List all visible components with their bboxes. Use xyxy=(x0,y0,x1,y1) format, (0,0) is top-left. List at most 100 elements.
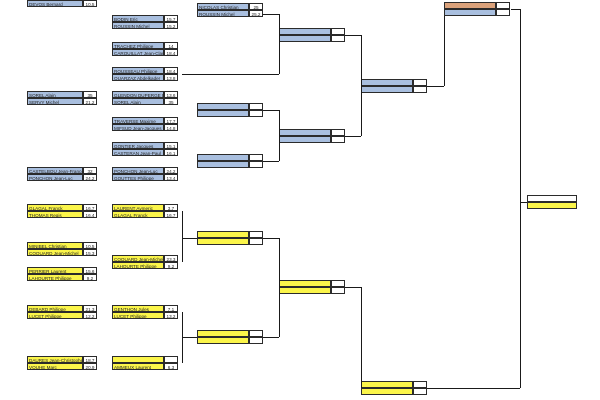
round3-empty-3-slot-1 xyxy=(197,231,249,238)
round1-match-3-player-2: PONCHON Jean-Luc xyxy=(27,174,83,181)
round4-match-3-slot-2 xyxy=(279,287,331,294)
round2-match-6-score-2: 16,1 xyxy=(164,149,178,156)
round2-match-7-score-2: 13,4 xyxy=(164,174,178,181)
round2-match-3-player-2: OUARZAZ Abdelkader xyxy=(112,74,164,81)
bracket-line xyxy=(182,312,183,337)
bracket-line xyxy=(345,287,361,288)
bracket-line xyxy=(279,110,280,136)
round1-match-6-score-1: 15,6 xyxy=(83,267,97,274)
bracket-line xyxy=(182,238,197,239)
round2-match-2-player-1: TRACHEZ Philippe xyxy=(112,42,164,49)
bracket-line xyxy=(263,110,279,111)
round2-match-6-score-1: 15,1 xyxy=(164,142,178,149)
round4-match-1-slot-1 xyxy=(279,28,331,35)
bracket-line xyxy=(263,14,279,15)
round2-match-2-score-1: 14 xyxy=(164,42,178,49)
round2-match-3-score-2: 13,8 xyxy=(164,74,178,81)
bracket-line xyxy=(361,35,362,86)
bracket-line xyxy=(279,136,280,161)
round1-match-4-score-2: 16,4 xyxy=(83,211,97,218)
round2-match-7-player-2: GOUTTES Philippe xyxy=(112,174,164,181)
round1-match-7-player-1: DEBARD Philippe xyxy=(27,305,83,312)
round2-match-5-score-1: 17,7 xyxy=(164,117,178,124)
round4-match-2-slot-1 xyxy=(279,129,331,136)
semifinal-1-score-2 xyxy=(413,86,427,93)
round1-match-7-player-2: LUCET Philippe xyxy=(27,312,83,319)
round4-match-1-score-2 xyxy=(331,35,345,42)
round3-empty-2-score-1 xyxy=(249,154,263,161)
round3-match-1-score-1: 25 xyxy=(249,3,263,10)
round2-match-10-player-2: LUCET Philippe xyxy=(112,312,164,319)
round3-empty-2-slot-2 xyxy=(197,161,249,168)
round2-match-2-player-2: CARQUILLAT Jean-Claude xyxy=(112,49,164,56)
round2-match-1-player-2: ROUSSIN Michel xyxy=(112,22,164,29)
semifinal-1-slot-1 xyxy=(361,79,413,86)
semifinal-2-score-1 xyxy=(413,381,427,388)
final-top-slot-2 xyxy=(444,9,496,16)
final-top-score-2 xyxy=(496,9,510,16)
round2-match-10-score-2: 13,2 xyxy=(164,312,178,319)
semifinal-2-slot-1 xyxy=(361,381,413,388)
round2-match-9-player-2: LAHOURTE Philippe xyxy=(112,262,164,269)
bracket-line xyxy=(263,337,279,338)
bracket-line xyxy=(182,211,183,238)
final-top-slot-1 xyxy=(444,2,496,9)
bracket-line xyxy=(511,9,520,10)
round3-empty-2-score-2 xyxy=(249,161,263,168)
round4-match-2-score-2 xyxy=(331,136,345,143)
round1-match-6-player-2: LAHOURTE Philippe xyxy=(27,274,83,281)
round3-empty-3-slot-2 xyxy=(197,238,249,245)
round3-match-1-player-2: ROUSSIN Michel xyxy=(197,10,249,17)
final-top-score-1 xyxy=(496,2,510,9)
bracket-line xyxy=(263,161,279,162)
round2-match-6-player-2: CASTERAN Jean-Paul xyxy=(112,149,164,156)
bracket-line xyxy=(345,35,361,36)
round4-match-2-slot-2 xyxy=(279,136,331,143)
round4-match-2-score-1 xyxy=(331,129,345,136)
round1-match-6-player-1: PERRIER Laurent xyxy=(27,267,83,274)
bracket-line xyxy=(427,388,520,389)
round2-match-4-score-1: 13,6 xyxy=(164,91,178,98)
round1-match-5-player-2: COQUARD Jean-Michel xyxy=(27,249,83,256)
round3-empty-4-slot-2 xyxy=(197,337,249,344)
round1-match-3-score-2: 24,2 xyxy=(83,174,97,181)
round1-match-3-score-1: 32 xyxy=(83,167,97,174)
round2-match-4-player-2: SOREL Alain xyxy=(112,98,164,105)
round1-match-2-score-2: 21,2 xyxy=(83,98,97,105)
round2-match-8-score-2: 16,7 xyxy=(164,211,178,218)
round1-match-2-score-1: 35 xyxy=(83,91,97,98)
bracket-line xyxy=(427,86,444,87)
round2-match-3-score-1: 18,4 xyxy=(164,67,178,74)
round2-match-11-score-1 xyxy=(164,356,178,363)
round2-match-2-score-2: 18,4 xyxy=(164,49,178,56)
bracket-line xyxy=(520,9,521,202)
semifinal-1-slot-2 xyxy=(361,86,413,93)
round2-match-9-score-1: 23,3 xyxy=(164,255,178,262)
bracket-line xyxy=(345,136,361,137)
round1-match-4-score-1: 16,7 xyxy=(83,204,97,211)
round1-match-3-player-1: CASTELBOU Jean-François xyxy=(27,167,83,174)
round2-match-1-score-2: 15,2 xyxy=(164,22,178,29)
round1-match-7-score-1: 21,3 xyxy=(83,305,97,312)
round3-empty-2-slot-1 xyxy=(197,154,249,161)
bracket-line xyxy=(182,337,197,338)
round2-match-5-score-2: 14,8 xyxy=(164,124,178,131)
round3-empty-3-score-2 xyxy=(249,238,263,245)
round3-empty-4-score-1 xyxy=(249,330,263,337)
round1-match-8-player-1: DAURES Jean-Christophe xyxy=(27,356,83,363)
round2-match-1-score-1: 15,7 xyxy=(164,15,178,22)
semifinal-2-slot-2 xyxy=(361,388,413,395)
round1-match-8-score-2: 20,9 xyxy=(83,363,97,370)
round1-match-5-score-1: 10,5 xyxy=(83,242,97,249)
round4-match-3-slot-1 xyxy=(279,280,331,287)
round1-match-5-player-1: MINIBEL Christian xyxy=(27,242,83,249)
round3-match-1-player-1: NICOLAS Christian xyxy=(197,3,249,10)
round1-match-8-player-2: VOUHE Marc xyxy=(27,363,83,370)
round4-match-3-score-2 xyxy=(331,287,345,294)
round1-match-6-score-2: 9,2 xyxy=(83,274,97,281)
bracket-line xyxy=(361,86,362,136)
bracket-line xyxy=(520,202,527,203)
bracket-line xyxy=(182,238,183,262)
round3-empty-1-slot-1 xyxy=(197,103,249,110)
